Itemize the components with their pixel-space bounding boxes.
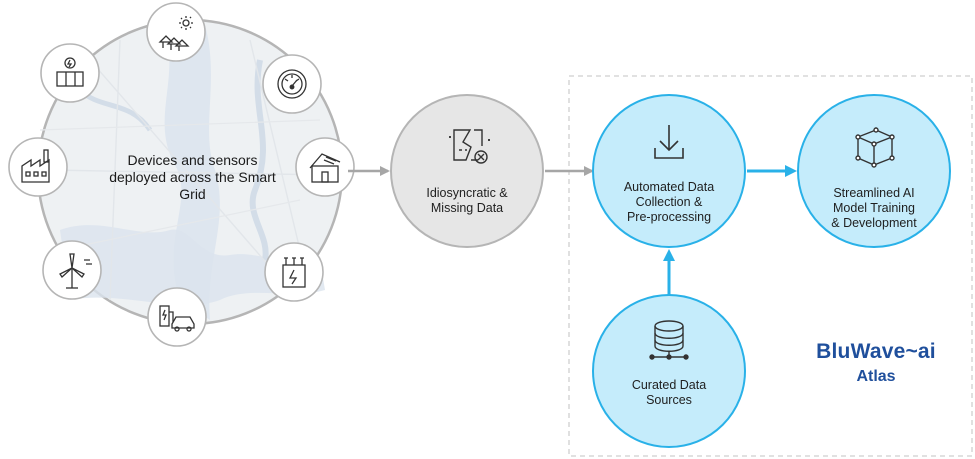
- battery-storage-icon: [56, 57, 84, 87]
- automated-collection-label-line: Automated Data: [623, 179, 715, 194]
- brand-name: BluWave~ai: [816, 340, 936, 363]
- automated-collection-label: Automated Data Collection & Pre-processi…: [609, 178, 729, 226]
- streamlined-ai-label-line: & Development: [831, 215, 917, 230]
- cube-network-icon: [855, 127, 895, 168]
- smart-grid-caption: Devices and sensors deployed across the …: [85, 150, 300, 205]
- device-badge-house-solar-roof: [295, 137, 355, 197]
- wind-turbine-icon: [59, 253, 92, 289]
- missing-data-label-line: Idiosyncratic &: [426, 186, 508, 200]
- missing-data-label-line: Missing Data: [430, 201, 504, 215]
- node-streamlined-ai: [797, 94, 951, 248]
- smart-grid-caption-line: Devices and sensors: [127, 152, 258, 168]
- curated-sources-label-line: Curated Data: [631, 378, 707, 392]
- smart-grid-caption-line: Grid: [179, 186, 206, 202]
- device-badge-gauge-meter: [262, 54, 322, 114]
- ev-charger-icon: [159, 305, 195, 332]
- streamlined-ai-label: Streamlined AI Model Training & Developm…: [814, 184, 934, 232]
- node-curated-sources: [592, 294, 746, 448]
- curated-sources-label: Curated Data Sources: [609, 376, 729, 410]
- automated-collection-label-line: Pre-processing: [626, 209, 712, 224]
- solar-panels-icon: [158, 16, 193, 51]
- atlas-platform-boundary: [568, 75, 973, 457]
- node-automated-collection: [592, 94, 746, 248]
- database-icon: [649, 320, 689, 360]
- automated-collection-label-line: Collection &: [635, 194, 703, 209]
- streamlined-ai-label-line: Streamlined AI: [833, 185, 915, 200]
- factory-icon: [21, 149, 50, 183]
- device-badge-ev-charger: [147, 287, 207, 347]
- curated-sources-label-line: Sources: [646, 393, 692, 407]
- smart-grid-map: [36, 18, 344, 326]
- gauge-meter-icon: [277, 69, 307, 99]
- device-badge-battery-storage: [40, 43, 100, 103]
- streamlined-ai-label-line: Model Training: [833, 200, 915, 215]
- transformer-icon: [282, 257, 306, 288]
- brand-product: Atlas: [856, 368, 896, 385]
- bluwave-atlas-logo: BluWave~ai Atlas: [796, 340, 956, 386]
- missing-data-label: Idiosyncratic & Missing Data: [407, 184, 527, 218]
- smart-grid-caption-line: deployed across the Smart: [109, 169, 276, 185]
- download-icon: [654, 125, 684, 159]
- device-badge-factory: [8, 137, 68, 197]
- device-badge-wind-turbine: [42, 240, 102, 300]
- device-badge-solar-panels: [146, 2, 206, 62]
- node-missing-data: [390, 94, 544, 248]
- broken-document-icon: [449, 129, 490, 164]
- house-solar-roof-icon: [309, 153, 341, 183]
- device-badge-transformer: [264, 242, 324, 302]
